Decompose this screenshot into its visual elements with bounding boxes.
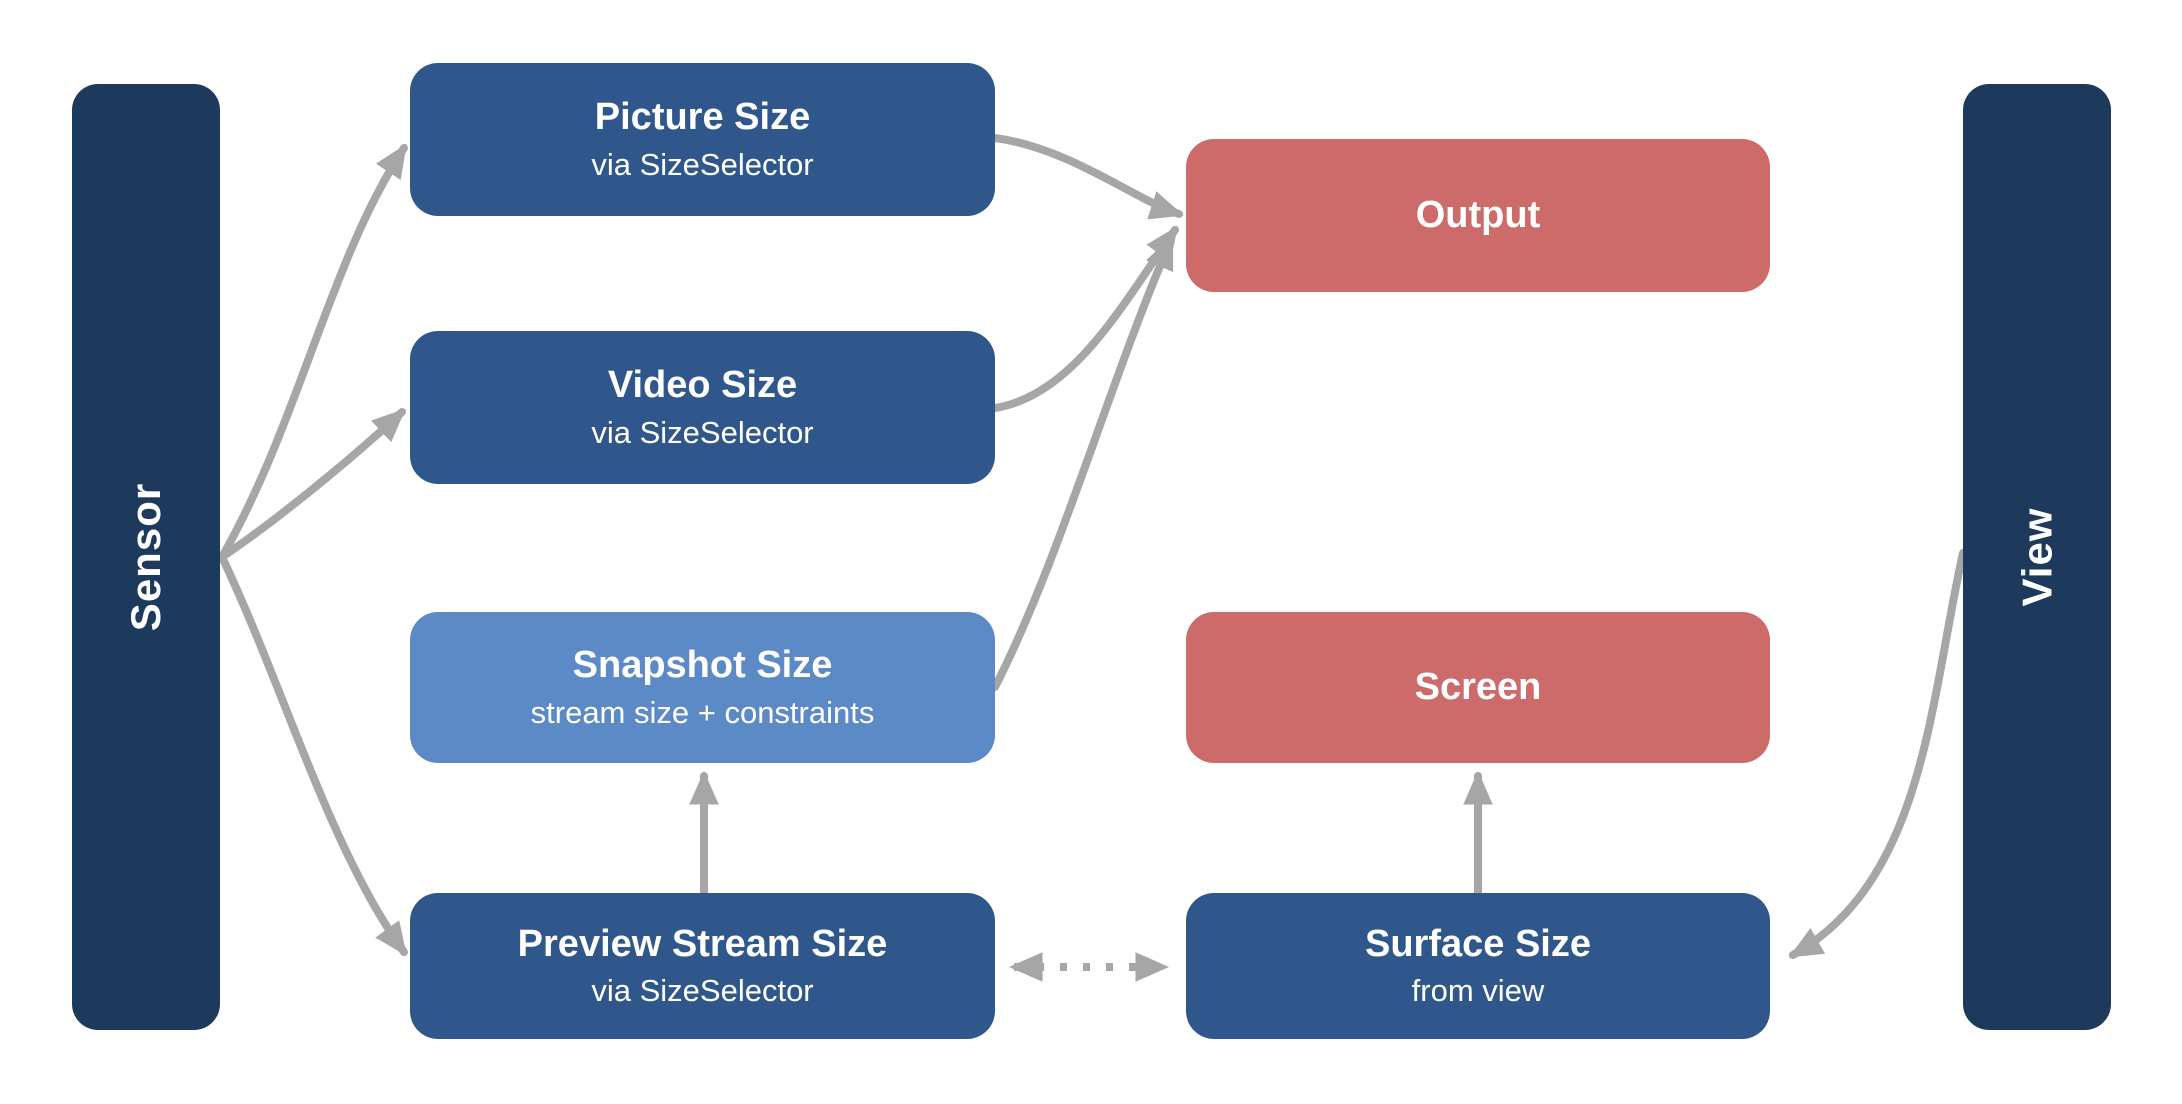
- surface-size-subtitle: from view: [1411, 973, 1545, 1009]
- preview-stream-size-title: Preview Stream Size: [517, 922, 888, 965]
- edge-view-to-surface-size: [1788, 549, 1967, 959]
- snapshot-size-title: Snapshot Size: [572, 644, 833, 687]
- snapshot-size-subtitle: stream size + constraints: [530, 694, 875, 730]
- screen-title: Screen: [1414, 666, 1542, 709]
- surface-size-title: Surface Size: [1365, 922, 1591, 965]
- edge-video-size-to-output: [991, 225, 1179, 412]
- node-surface-size: Surface Size from view: [1186, 893, 1770, 1039]
- picture-size-title: Picture Size: [594, 96, 811, 139]
- edge-picture-size-to-output: [991, 134, 1184, 220]
- picture-size-subtitle: via SizeSelector: [591, 146, 814, 182]
- sensor-rail: Sensor: [72, 84, 220, 1030]
- edge-sensor-to-picture-size: [218, 143, 408, 561]
- edge-snapshot-size-to-output: [991, 235, 1175, 691]
- video-size-subtitle: via SizeSelector: [591, 414, 814, 450]
- preview-stream-size-subtitle: via SizeSelector: [591, 973, 814, 1009]
- edge-sensor-to-video-size: [218, 408, 406, 561]
- view-rail-label: View: [2012, 507, 2060, 607]
- node-screen: Screen: [1186, 612, 1770, 763]
- node-video-size: Video Size via SizeSelector: [410, 331, 995, 484]
- node-snapshot-size: Snapshot Size stream size + constraints: [410, 612, 995, 763]
- node-preview-stream-size: Preview Stream Size via SizeSelector: [410, 893, 995, 1039]
- node-picture-size: Picture Size via SizeSelector: [410, 63, 995, 216]
- edge-sensor-to-preview-stream-size: [218, 553, 408, 957]
- sensor-rail-label: Sensor: [122, 482, 170, 632]
- output-title: Output: [1415, 194, 1541, 237]
- view-rail: View: [1963, 84, 2111, 1030]
- node-output: Output: [1186, 139, 1770, 292]
- video-size-title: Video Size: [607, 364, 798, 407]
